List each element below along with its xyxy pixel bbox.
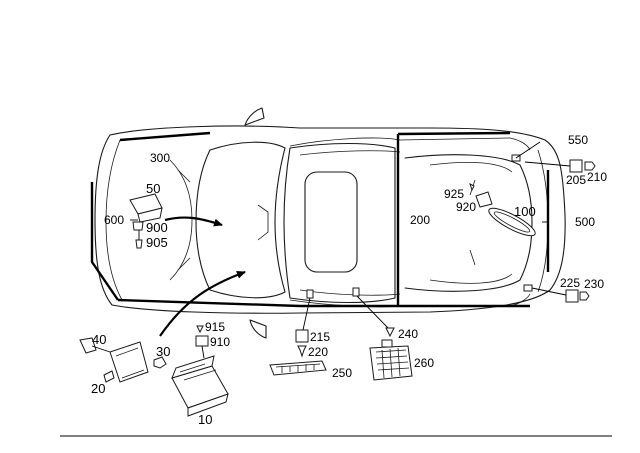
fuse-box-260 [369, 339, 413, 381]
callout-905: 905 [146, 235, 168, 250]
callout-40: 40 [92, 332, 106, 347]
wiring-harness [90, 131, 550, 308]
callout-500: 500 [575, 215, 595, 229]
sensor-920 [469, 183, 493, 208]
callout-50: 50 [146, 181, 160, 196]
callout-260: 260 [414, 356, 434, 370]
callout-915: 915 [205, 320, 225, 334]
bracket-20-assembly [79, 337, 167, 383]
connector-strip-250 [269, 360, 327, 376]
callout-220: 220 [308, 345, 328, 359]
callout-230: 230 [584, 277, 604, 291]
connector-215 [295, 297, 311, 358]
callout-225: 225 [560, 276, 580, 290]
callout-550: 550 [568, 133, 588, 147]
callout-100: 100 [514, 204, 536, 219]
callout-labels: 300 50 600 900 905 200 550 205 210 925 9… [91, 133, 607, 427]
bracket-50-assembly [129, 193, 163, 249]
callout-leaders [130, 141, 548, 223]
interior-light-100 [488, 207, 536, 237]
callout-30: 30 [156, 344, 170, 359]
connector-910 [196, 325, 204, 334]
pointer-arrows [159, 216, 246, 337]
connector-205 [524, 159, 596, 173]
callout-210: 210 [587, 170, 607, 184]
callout-215: 215 [310, 330, 330, 344]
callout-200: 200 [410, 213, 430, 227]
connector-225 [531, 287, 590, 303]
callout-600: 600 [104, 213, 124, 227]
callout-20: 20 [91, 381, 105, 396]
callout-205: 205 [566, 173, 586, 187]
control-unit-10 [171, 335, 229, 417]
callout-920: 920 [456, 200, 476, 214]
callout-10: 10 [198, 412, 212, 427]
connector-240 [356, 295, 395, 338]
callout-925: 925 [444, 187, 464, 201]
callout-900: 900 [146, 220, 168, 235]
callout-910: 910 [210, 335, 230, 349]
callout-300: 300 [150, 151, 170, 165]
callout-250: 250 [332, 366, 352, 380]
callout-240: 240 [398, 327, 418, 341]
